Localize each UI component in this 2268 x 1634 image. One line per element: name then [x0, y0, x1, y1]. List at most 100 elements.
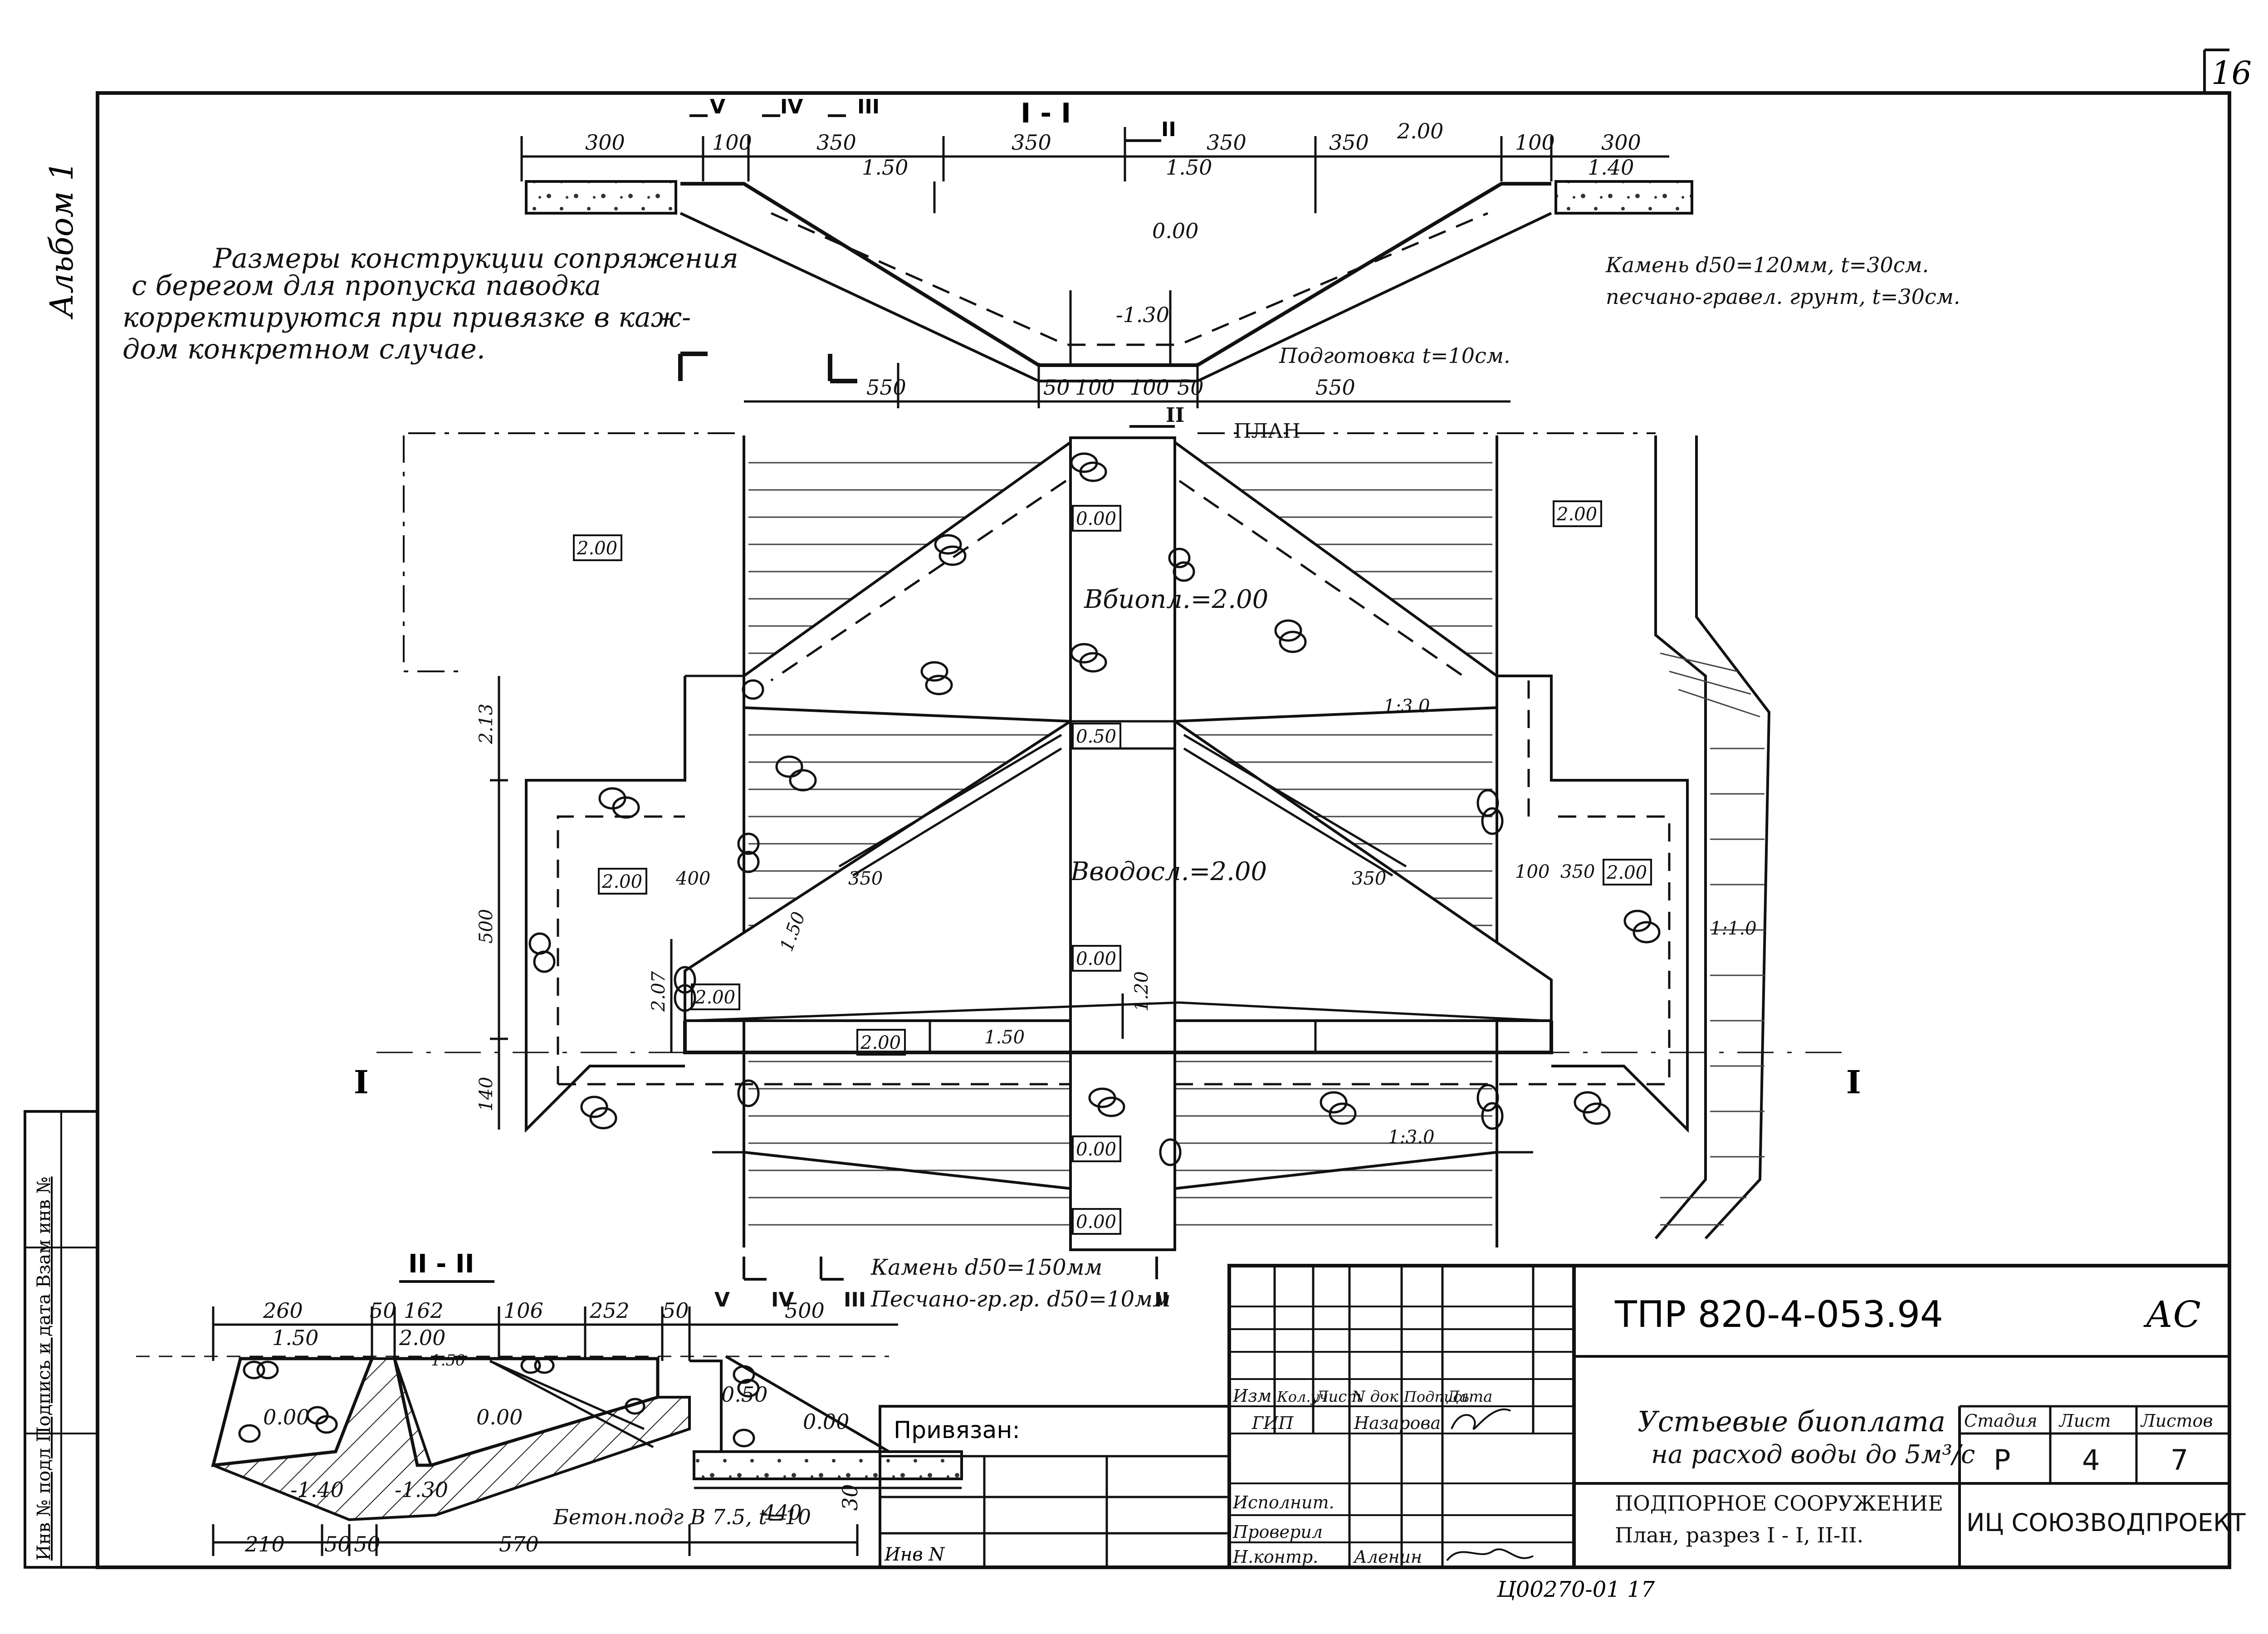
dim-350-2: 350	[1012, 130, 1051, 155]
width-vodosl: Bводосл.=2.00	[1070, 857, 1267, 886]
plan-title: ПЛАН	[1234, 420, 1300, 443]
label-gravel-t30: песчано-гравел. грунт, t=30см.	[1606, 284, 1960, 309]
stage-label: Стадия	[1964, 1411, 2037, 1431]
plan-elev-0-50: 0.50	[1076, 726, 1116, 747]
side-stamp: Инв № подл Подпись и дата Взам инв №	[34, 1177, 54, 1561]
plan-bottom-mark-v: V	[714, 1288, 730, 1311]
plan-dim-350-far: 350	[1560, 861, 1595, 882]
dim-100-a: 100	[1075, 375, 1115, 400]
role-ispolnit: Исполнит.	[1232, 1492, 1334, 1512]
signature-gip	[1451, 1409, 1511, 1430]
sec2-dim-50-d: 50	[354, 1532, 381, 1556]
dim-100-b: 100	[1129, 375, 1169, 400]
sheet-label: Лист	[2058, 1411, 2111, 1431]
sec2-dim-50-b: 50	[662, 1298, 689, 1323]
sec2-dim-210: 210	[244, 1532, 285, 1556]
sec2-dim-50-a: 50	[370, 1298, 396, 1323]
sec2-elev-1-50-a: 1.50	[272, 1326, 318, 1350]
slope-1-3-upper: 1:3.0	[1383, 696, 1430, 717]
album-label: Альбом 1	[43, 161, 80, 320]
label-prep-t10: Подготовка t=10см.	[1279, 343, 1510, 368]
dim-550-left: 550	[866, 375, 906, 400]
sec2-elev-0-50: 0.50	[721, 1382, 767, 1407]
inv-label: Инв N	[884, 1544, 945, 1565]
plan-elev-0-00-c: 0.00	[1076, 1139, 1116, 1160]
plan-bottom-mark-iv: IV	[771, 1288, 794, 1311]
signature-nkontr	[1446, 1548, 1534, 1561]
drawing-code: ТПР 820-4-053.94	[1614, 1293, 1943, 1336]
note-line-4: дом конкретном случае.	[122, 333, 485, 365]
slope-1-3-lower: 1:3.0	[1388, 1127, 1435, 1148]
dim-2-00: 2.00	[1397, 119, 1443, 143]
sec2-elev-minus-1-30: -1.30	[395, 1477, 448, 1502]
sec2-dim-500: 500	[785, 1298, 825, 1323]
sec1-mark-iii: III	[857, 95, 880, 118]
section-2-2-title: II - II	[408, 1249, 474, 1279]
sec2-dim-260: 260	[263, 1298, 303, 1323]
archive-number: Ц00270-01 17	[1496, 1577, 1655, 1602]
sec2-elev-minus-1-40: -1.40	[290, 1477, 344, 1502]
plan-dim-500: 500	[476, 909, 497, 944]
width-bio: Bбиопл.=2.00	[1084, 585, 1268, 614]
dim-50-left: 50	[1043, 375, 1070, 400]
plan-elev-2-00-f: 2.00	[860, 1032, 901, 1053]
sec2-dim-570: 570	[499, 1532, 539, 1556]
name-alenin: Аленин	[1353, 1547, 1422, 1567]
rev-header-data: Дата	[1446, 1388, 1492, 1406]
section-1-1	[520, 114, 1693, 408]
note-line-2: с берегом для пропуска паводка	[132, 270, 601, 302]
slope-1-1: 1:1.0	[1710, 918, 1757, 939]
dim-100-left: 100	[712, 130, 752, 155]
rev-header-koluch: Кол.уч	[1276, 1388, 1328, 1405]
elev-1-40: 1.40	[1588, 155, 1634, 180]
note-line-1: Размеры конструкции сопряжения	[213, 243, 738, 274]
elev-1-50-left: 1.50	[862, 155, 908, 180]
privyazan-label: Привязан:	[894, 1417, 1020, 1444]
sec2-dim-162: 162	[404, 1298, 444, 1323]
elev-0-00: 0.00	[1152, 219, 1198, 243]
plan-elev-2-00-a: 2.00	[577, 538, 617, 559]
plan-dim-2-13: 2.13	[476, 704, 497, 744]
note-line-3: корректируются при привязке в каж-	[122, 302, 691, 333]
plan	[376, 425, 1846, 1281]
plan-elev-1-50: 1.50	[984, 1027, 1025, 1048]
elev-minus-1-30: -1.30	[1116, 303, 1169, 327]
structure-name: ПОДПОРНОЕ СООРУЖЕНИЕ	[1615, 1491, 1943, 1516]
page-number: 16	[2211, 54, 2252, 92]
sec2-dim-106: 106	[503, 1298, 543, 1323]
plan-bottom-mark-iii: III	[844, 1288, 866, 1311]
rev-header-izm: Изм	[1232, 1386, 1271, 1406]
plan-dim-350-right: 350	[1352, 868, 1386, 889]
rev-header-list: Лист	[1315, 1388, 1362, 1406]
sheets-label: Листов	[2140, 1411, 2213, 1431]
label-gravel-d10: Песчано-гр.гр. d50=10мм	[870, 1287, 1171, 1312]
sec1-mark-iv: IV	[780, 95, 803, 118]
dim-350-4: 350	[1329, 130, 1369, 155]
sec2-dim-252: 252	[589, 1298, 630, 1323]
section-2-2	[136, 1280, 963, 1556]
plan-dim-1-20: 1.20	[1131, 971, 1152, 1012]
section-mark-i-left: I	[354, 1063, 369, 1101]
sec2-elev-1-50-b: 1.50	[431, 1351, 465, 1370]
elev-1-50-center: 1.50	[1166, 155, 1212, 180]
plan-dim-100: 100	[1515, 861, 1549, 882]
riprap-stones	[528, 452, 1661, 1166]
sec2-elev-0-00-c: 0.00	[803, 1409, 849, 1434]
title-block	[879, 1264, 2231, 1569]
sec2-elev-0-00-b: 0.00	[476, 1405, 523, 1429]
dim-300-left: 300	[585, 130, 625, 155]
plan-cut-mark-ii: II	[1166, 404, 1184, 427]
dim-350-3: 350	[1207, 130, 1246, 155]
sheet-value: 4	[2082, 1443, 2100, 1477]
dim-300-right: 300	[1601, 130, 1641, 155]
sheets-value: 7	[2170, 1443, 2188, 1477]
drawing-mark: АС	[2143, 1293, 2201, 1336]
plan-bottom-mark-ii: II	[1154, 1288, 1169, 1311]
label-stone-d150: Камень d50=150мм	[870, 1255, 1102, 1280]
sec2-concrete-label: Бетон.подг В 7.5, t=10	[553, 1505, 811, 1529]
rev-header-ndok: N док	[1351, 1388, 1399, 1406]
plan-dim-2-07: 2.07	[648, 971, 669, 1012]
role-nkontr: Н.контр.	[1232, 1547, 1318, 1567]
role-proveril: Проверил	[1232, 1522, 1323, 1542]
